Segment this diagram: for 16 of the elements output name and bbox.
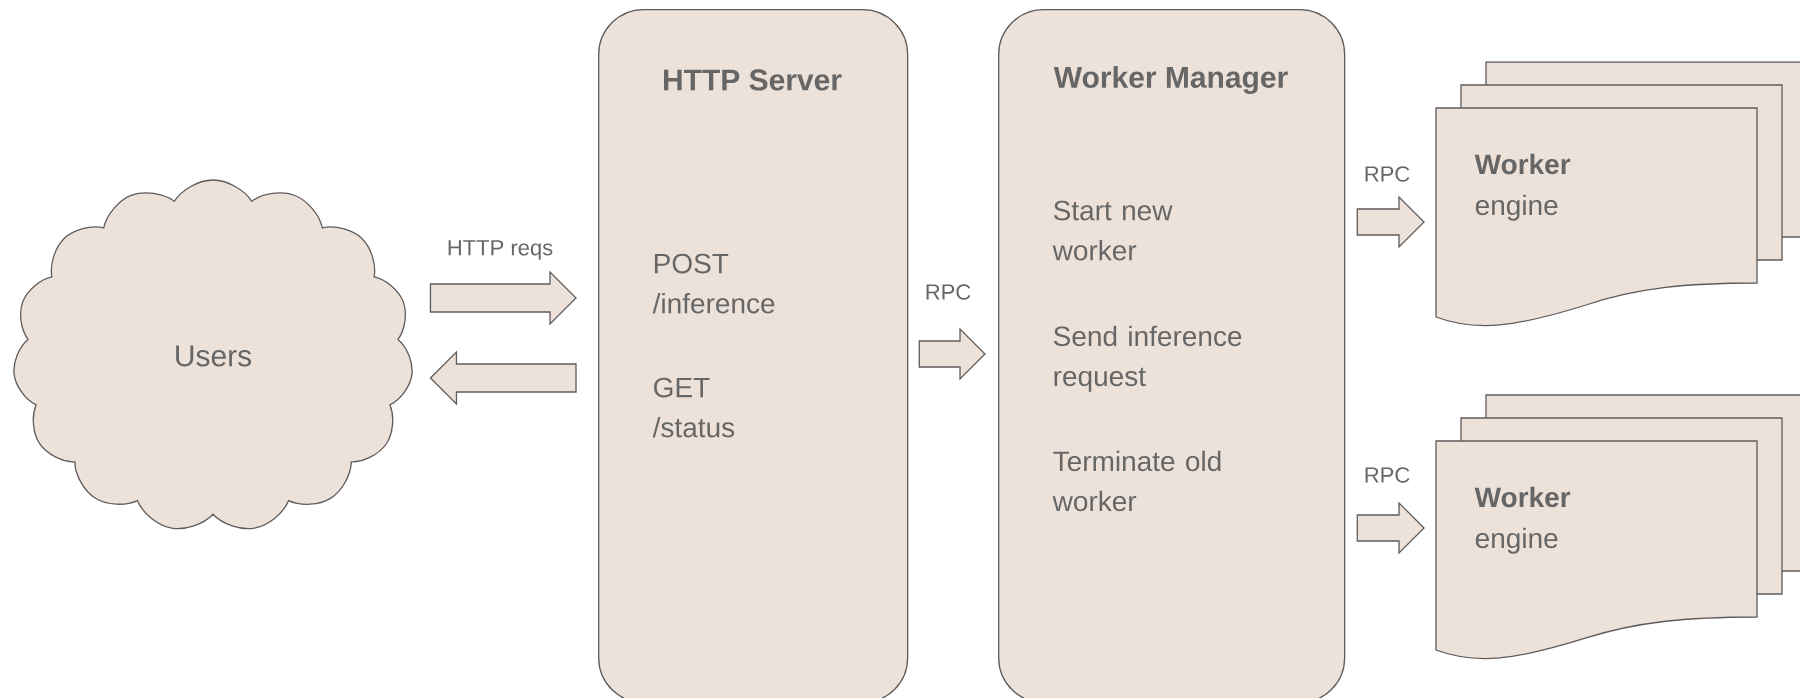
edge-label: HTTP reqs: [448, 240, 553, 260]
edge-label: RPC: [926, 284, 971, 300]
edge-label: RPC: [1365, 467, 1410, 483]
block-arrow: [429, 270, 577, 326]
list-item: POST /inference: [652, 253, 775, 314]
block-arrow: [1356, 501, 1425, 555]
block-arrow: [918, 327, 986, 381]
edge-label: RPC: [1365, 166, 1410, 182]
list-item: Terminate old worker: [1052, 450, 1221, 512]
block-arrow: [1356, 195, 1425, 249]
block-arrow: [429, 350, 577, 406]
list-item: Start new worker: [1052, 200, 1173, 261]
list-item: GET /status: [652, 377, 735, 438]
list-item: Send inference request: [1053, 325, 1242, 392]
panel-heading: HTTP Server: [664, 69, 842, 91]
panel-heading: Worker Manager: [1053, 65, 1288, 95]
